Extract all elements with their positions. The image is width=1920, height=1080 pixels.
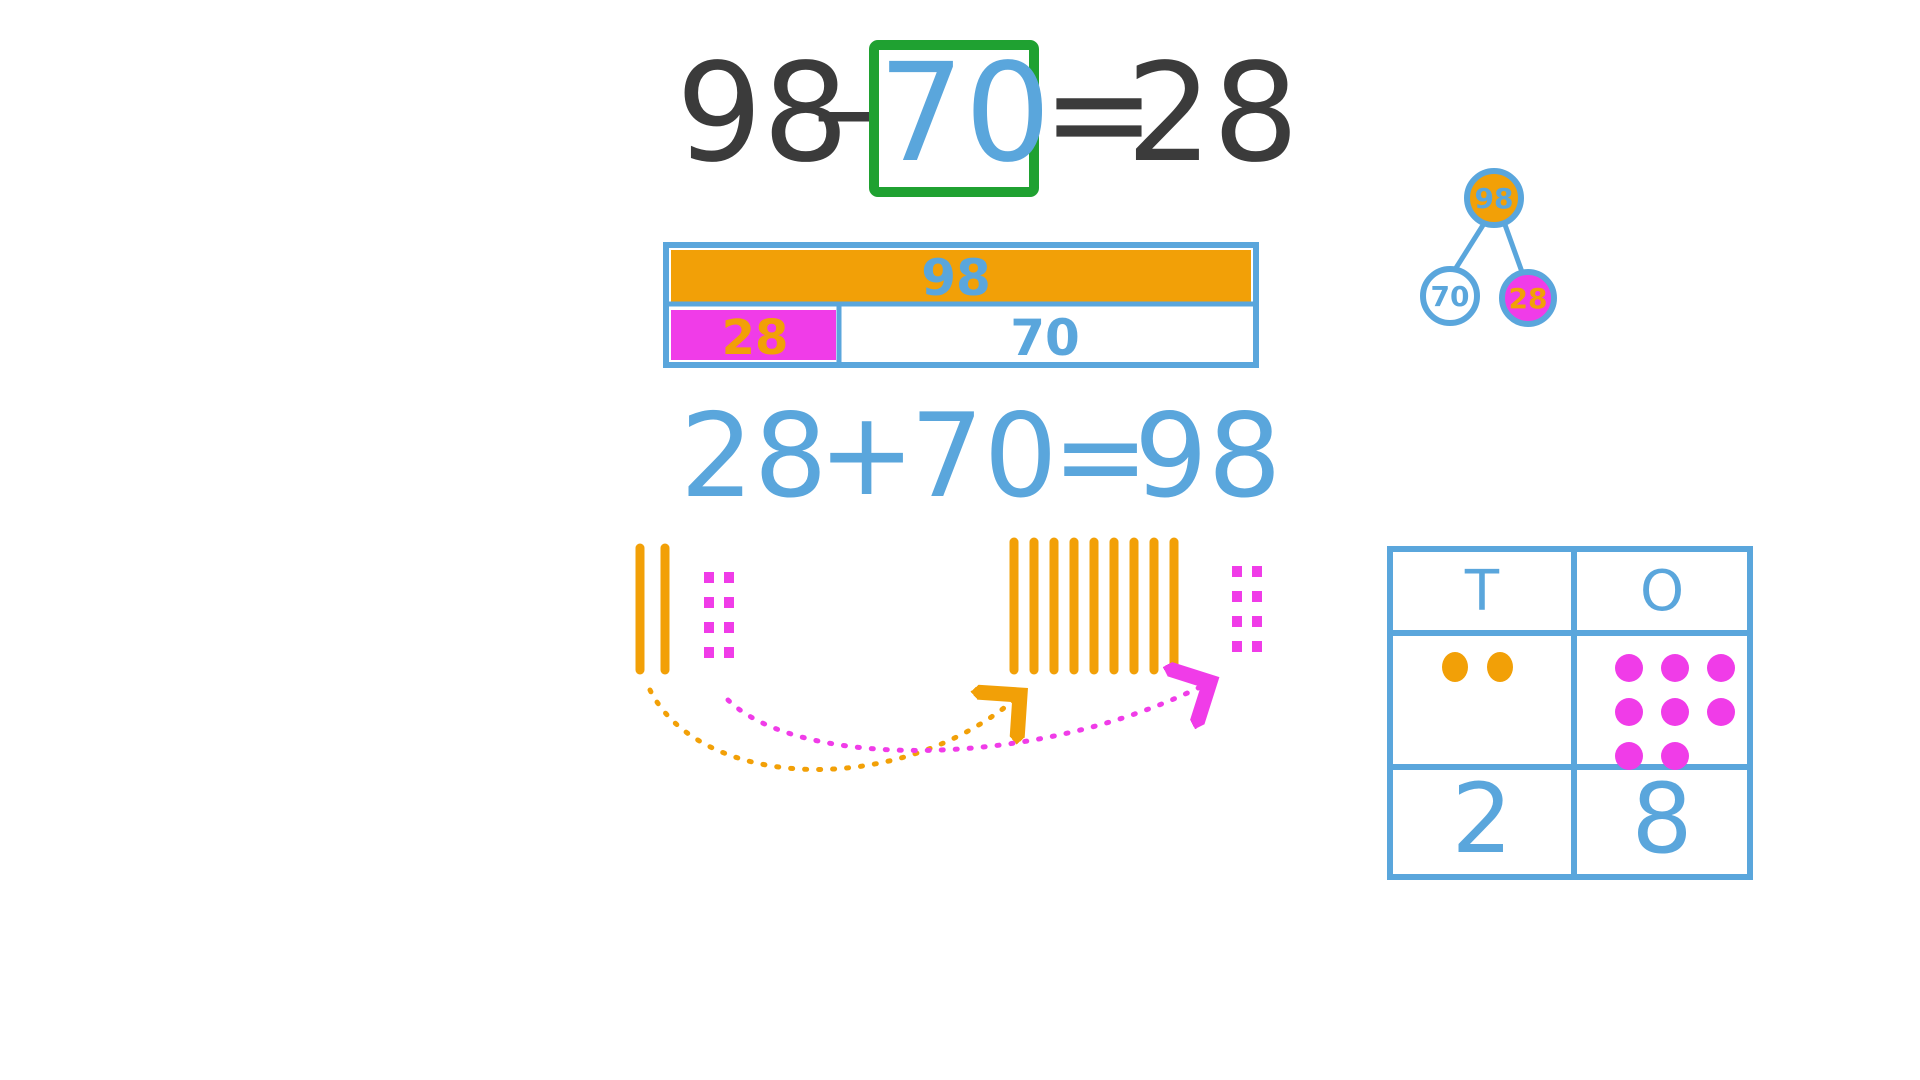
- regroup-arrows: [647, 682, 1210, 772]
- minus-sign: –: [812, 29, 880, 187]
- pv-digit-ones: 8: [1631, 763, 1692, 875]
- answer-box: [869, 40, 1039, 197]
- tree-right-node: [1499, 269, 1557, 327]
- left-unit-cube: [724, 622, 734, 633]
- result-value: 28: [1126, 35, 1299, 193]
- base-ten-blocks: [635, 537, 1262, 675]
- part-bar-28-label: 28: [722, 310, 789, 366]
- left-unit-cube: [704, 597, 714, 608]
- left-unit-cube: [724, 572, 734, 583]
- equals-sign-2: =: [1052, 389, 1149, 524]
- pv-header-ones: O: [1640, 559, 1684, 624]
- left-unit-cube: [724, 647, 734, 658]
- tree-left-node: [1420, 266, 1480, 326]
- left-unit-cube: [704, 572, 714, 583]
- part-bar-70-label: 70: [1010, 309, 1080, 367]
- ones-counter: [1615, 654, 1643, 682]
- addend-a: 28: [680, 389, 828, 524]
- ones-counter: [1615, 742, 1643, 770]
- tree-right-label: 28: [1509, 282, 1548, 315]
- tens-counter: [1487, 652, 1513, 682]
- ones-counter: [1707, 654, 1735, 682]
- right-unit-cube: [1252, 566, 1262, 577]
- whole-bar-label: 98: [921, 249, 991, 307]
- whole-bar: [671, 250, 1251, 302]
- ones-counter: [1661, 742, 1689, 770]
- addend-b: 70: [910, 389, 1058, 524]
- place-value-chart: T O 2 8: [1387, 546, 1753, 880]
- right-unit-cube: [1252, 616, 1262, 627]
- tens-counter: [1442, 652, 1468, 682]
- left-unit-cube: [724, 597, 734, 608]
- tree-whole-node: [1464, 168, 1524, 228]
- ones-counter: [1661, 698, 1689, 726]
- plus-sign: +: [818, 387, 915, 522]
- left-unit-cube: [704, 622, 714, 633]
- tree-whole-label: 98: [1475, 182, 1514, 215]
- pv-digit-tens: 2: [1451, 763, 1512, 875]
- right-unit-cube: [1252, 591, 1262, 602]
- left-unit-cube: [704, 647, 714, 658]
- addition-equation: 28 + 70 = 98: [680, 387, 1282, 524]
- subtraction-equation: 98 – 70 = 28: [676, 29, 1299, 197]
- answer-value: 70: [878, 35, 1051, 193]
- part-bar-28: [671, 310, 836, 360]
- right-unit-cube: [1232, 641, 1242, 652]
- pv-chart-frame: [1387, 546, 1753, 880]
- tree-left-label: 70: [1431, 280, 1470, 313]
- ones-counter: [1661, 654, 1689, 682]
- right-unit-cube: [1232, 591, 1242, 602]
- ones-counter: [1615, 698, 1643, 726]
- pv-counters: [1442, 652, 1735, 770]
- right-unit-cube: [1232, 566, 1242, 577]
- equals-sign: =: [1042, 35, 1156, 193]
- ones-counter: [1707, 698, 1735, 726]
- minuend: 98: [676, 35, 849, 193]
- pv-header-tens: T: [1464, 559, 1500, 624]
- ones-arrow: [725, 682, 1210, 753]
- sum: 98: [1134, 389, 1282, 524]
- part-whole-tree: 98 70 28: [1420, 168, 1557, 327]
- tens-arrow: [647, 690, 1020, 772]
- right-unit-cube: [1232, 616, 1242, 627]
- right-unit-cube: [1252, 641, 1262, 652]
- bar-model: 98 28 70: [663, 242, 1259, 368]
